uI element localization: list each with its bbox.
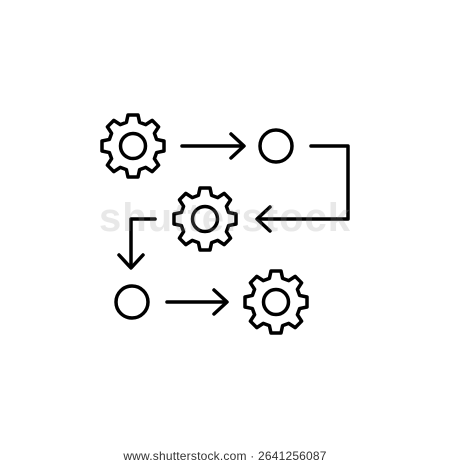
footer-text: www.shutterstock.com · 2641256087	[123, 449, 327, 463]
gear-icon-middle	[172, 186, 238, 252]
arrow-right-icon-bottom	[165, 288, 229, 316]
arrow-right-icon-top	[180, 132, 246, 160]
circle-node-icon-bottom	[114, 284, 150, 320]
footer-bar: www.shutterstock.com · 2641256087	[0, 442, 450, 470]
gear-icon-top	[100, 113, 166, 179]
elbow-arrow-left-icon	[255, 144, 350, 233]
circle-node-icon-top	[258, 128, 294, 164]
gear-icon-bottom	[243, 269, 309, 335]
elbow-arrow-down-icon	[117, 217, 157, 270]
